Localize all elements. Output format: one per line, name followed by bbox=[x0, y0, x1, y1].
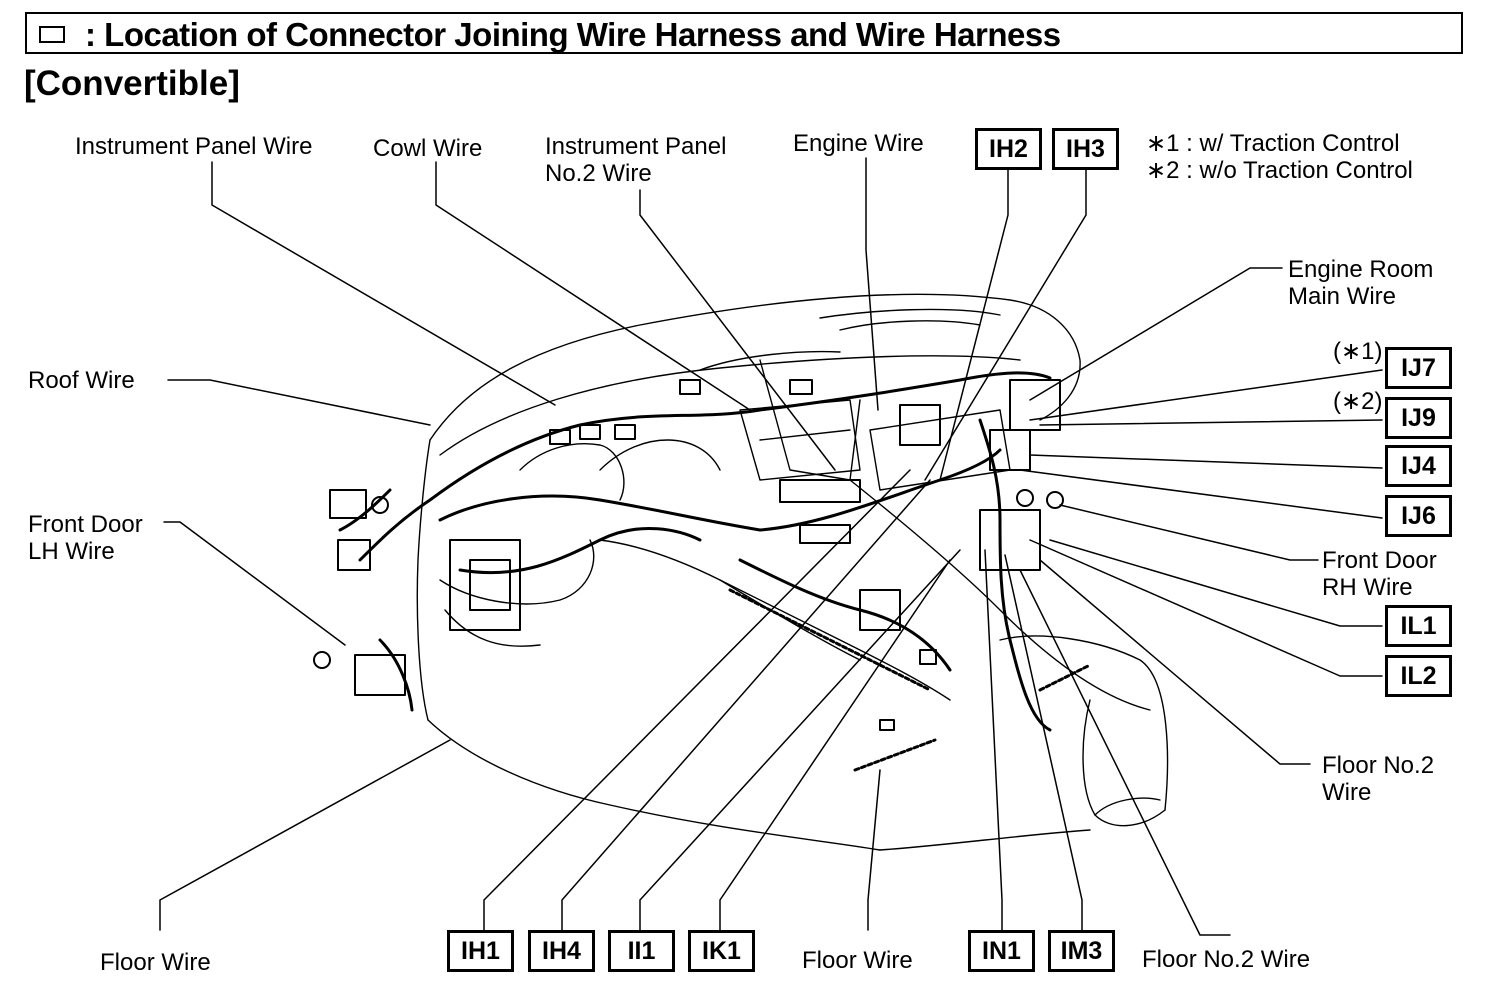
label-instrument-panel-wire: Instrument Panel Wire bbox=[75, 133, 313, 160]
page-title: : Location of Connector Joining Wire Har… bbox=[85, 16, 1061, 53]
connector-ik1: IK1 bbox=[688, 930, 755, 972]
label-front-door-rh-wire-line2: RH Wire bbox=[1322, 574, 1413, 601]
label-floor-no2-wire-bottom: Floor No.2 Wire bbox=[1142, 946, 1311, 973]
floor-wire-dashes bbox=[728, 588, 1092, 772]
label-floor-wire-left: Floor Wire bbox=[100, 949, 211, 976]
connector-clusters bbox=[313, 379, 1064, 731]
label-front-door-rh-wire-line1: Front Door bbox=[1322, 547, 1437, 574]
connector-ih1: IH1 bbox=[447, 930, 514, 972]
connector-ih2: IH2 bbox=[975, 128, 1042, 170]
connector-in1: IN1 bbox=[968, 930, 1035, 972]
label-star2: (∗2) bbox=[1333, 388, 1383, 415]
label-front-door-lh-wire-line1: Front Door bbox=[28, 511, 143, 538]
label-instrument-panel-no2-wire-line2: No.2 Wire bbox=[545, 160, 652, 187]
label-front-door-lh-wire-line2: LH Wire bbox=[28, 538, 115, 565]
connector-box-icon bbox=[39, 26, 65, 43]
connector-ij4: IJ4 bbox=[1385, 445, 1452, 487]
label-engine-room-main-wire-line1: Engine Room bbox=[1288, 256, 1434, 283]
connector-ih3: IH3 bbox=[1052, 128, 1119, 170]
connector-ij9: IJ9 bbox=[1385, 397, 1452, 439]
connector-im3: IM3 bbox=[1048, 930, 1115, 972]
connector-ij6: IJ6 bbox=[1385, 495, 1452, 537]
dashboard-outline bbox=[416, 293, 1169, 851]
connector-ii1: II1 bbox=[608, 930, 675, 972]
connector-ij7: IJ7 bbox=[1385, 347, 1452, 389]
connector-il2: IL2 bbox=[1385, 655, 1452, 697]
label-floor-wire-center: Floor Wire bbox=[802, 947, 913, 974]
label-cowl-wire: Cowl Wire bbox=[373, 135, 483, 162]
label-floor-no2-wire-right-line2: Wire bbox=[1322, 779, 1372, 806]
leader-lines bbox=[159, 157, 1383, 936]
label-engine-wire: Engine Wire bbox=[793, 130, 924, 157]
label-instrument-panel-no2-wire-line1: Instrument Panel bbox=[545, 133, 727, 160]
header-box: : Location of Connector Joining Wire Har… bbox=[25, 12, 1463, 54]
connector-il1: IL1 bbox=[1385, 605, 1452, 647]
connector-ih4: IH4 bbox=[528, 930, 595, 972]
note-traction-control-2: ∗2 : w/o Traction Control bbox=[1146, 157, 1413, 184]
label-floor-no2-wire-right-line1: Floor No.2 bbox=[1322, 752, 1435, 779]
wire-harness-bundle bbox=[338, 371, 1052, 732]
label-roof-wire: Roof Wire bbox=[28, 367, 135, 394]
page-subtitle: [Convertible] bbox=[24, 64, 240, 103]
note-traction-control-1: ∗1 : w/ Traction Control bbox=[1146, 130, 1400, 157]
label-star1: (∗1) bbox=[1333, 338, 1383, 365]
label-engine-room-main-wire-line2: Main Wire bbox=[1288, 283, 1397, 310]
